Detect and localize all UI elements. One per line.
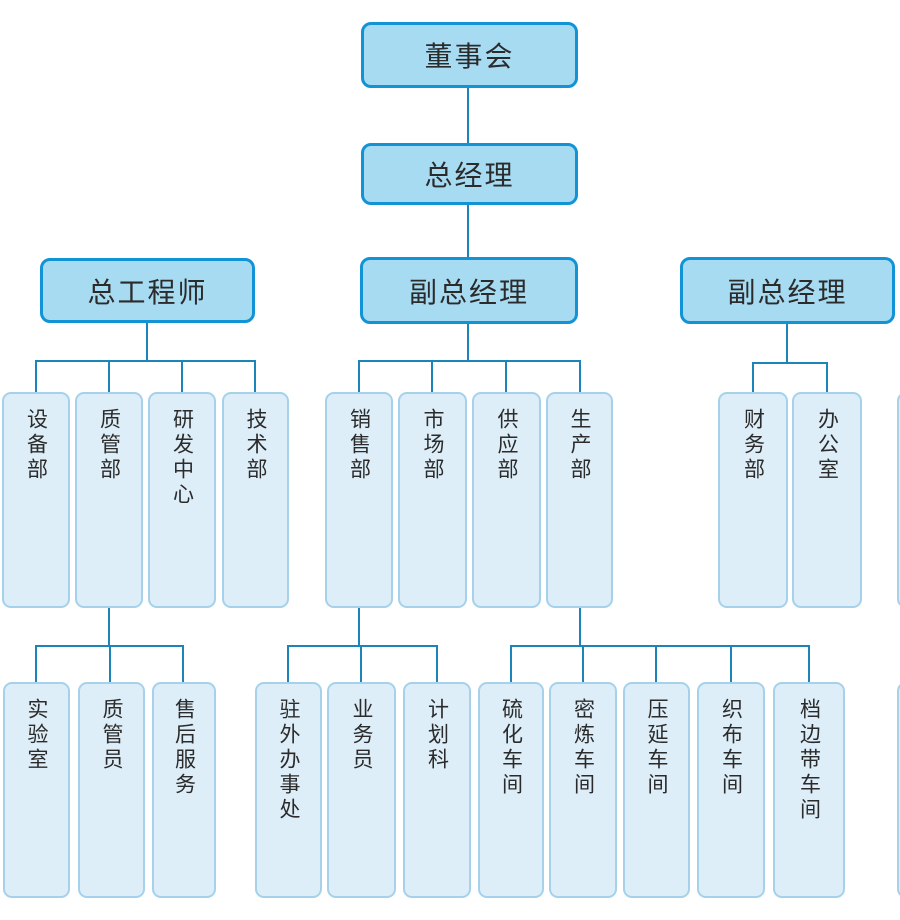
connector-stem — [358, 360, 360, 392]
node-after-sales-service: 售后服务 — [152, 682, 216, 898]
node-sales-dept: 销售部 — [325, 392, 393, 608]
node-supply-dept: 供应部 — [472, 392, 541, 608]
connector-stem — [182, 645, 184, 682]
node-sales-staff: 业务员 — [327, 682, 396, 898]
connector-gm-deputy-center — [467, 205, 469, 257]
connector-hbar — [358, 360, 581, 362]
node-production-dept-label: 生产部 — [568, 408, 592, 483]
node-after-sales-service-label: 售后服务 — [172, 698, 197, 798]
connector-stem — [254, 360, 256, 392]
node-mixing-workshop-label: 密炼车间 — [571, 698, 596, 798]
connector-stem — [35, 360, 37, 392]
connector-stem — [505, 360, 507, 392]
connector-stem — [655, 645, 657, 682]
connector-stem — [436, 645, 438, 682]
connector-stem — [358, 608, 360, 645]
connector-stem — [730, 645, 732, 682]
connector-stem — [431, 360, 433, 392]
connector-stem — [510, 645, 512, 682]
node-vulcanization-workshop-label: 硫化车间 — [499, 698, 524, 798]
node-deputy-gm-right: 副总经理 — [680, 257, 895, 324]
node-production-dept: 生产部 — [546, 392, 613, 608]
node-vulcanization-workshop: 硫化车间 — [478, 682, 544, 898]
connector-stem — [109, 645, 111, 682]
node-supply-dept-label: 供应部 — [495, 408, 519, 483]
node-general-manager-label: 总经理 — [424, 159, 515, 192]
node-quality-inspector-label: 质管员 — [100, 698, 124, 773]
node-board-label: 董事会 — [424, 40, 515, 73]
connector-stem — [35, 645, 37, 682]
node-weaving-workshop: 织布车间 — [697, 682, 765, 898]
connector-hbar — [510, 645, 810, 647]
node-chief-engineer-label: 总工程师 — [87, 275, 208, 309]
connector-stem — [108, 360, 110, 392]
node-laboratory-label: 实验室 — [25, 698, 49, 773]
node-marketing-dept-label: 市场部 — [421, 408, 445, 483]
connector-stem — [808, 645, 810, 682]
node-equipment-dept-label: 设备部 — [24, 408, 49, 483]
connector-stem — [826, 362, 828, 392]
node-laboratory: 实验室 — [3, 682, 70, 898]
node-planning-section-label: 计划科 — [425, 698, 450, 773]
node-field-offices: 驻外办事处 — [255, 682, 322, 898]
node-mixing-workshop: 密炼车间 — [549, 682, 617, 898]
connector-stem — [786, 324, 788, 362]
node-finance-dept: 财务部 — [718, 392, 788, 608]
node-quality-inspector: 质管员 — [78, 682, 145, 898]
connector-stem — [582, 645, 584, 682]
node-weaving-workshop-label: 织布车间 — [719, 698, 744, 798]
connector-stem — [752, 362, 754, 392]
node-calendering-workshop-label: 压延车间 — [645, 698, 669, 798]
node-office-label: 办公室 — [815, 408, 840, 483]
node-tech-dept: 技术部 — [222, 392, 289, 608]
node-rd-center: 研发中心 — [148, 392, 216, 608]
connector-stem — [146, 323, 148, 360]
node-rd-center-label: 研发中心 — [170, 408, 195, 508]
node-deputy-gm-center-label: 副总经理 — [408, 275, 529, 309]
node-edge-belt-workshop: 档边带车间 — [773, 682, 845, 898]
connector-stem — [287, 645, 289, 682]
node-chief-engineer: 总工程师 — [40, 258, 255, 323]
node-field-offices-label: 驻外办事处 — [277, 698, 301, 823]
connector-stem — [579, 360, 581, 392]
node-board: 董事会 — [361, 22, 578, 88]
node-quality-mgmt-dept: 质管部 — [75, 392, 143, 608]
node-edge-belt-workshop-label: 档边带车间 — [797, 698, 822, 823]
node-calendering-workshop: 压延车间 — [623, 682, 690, 898]
connector-board-gm — [467, 88, 469, 143]
node-office: 办公室 — [792, 392, 862, 608]
node-sales-dept-label: 销售部 — [347, 408, 372, 483]
node-equipment-dept: 设备部 — [2, 392, 70, 608]
node-general-manager: 总经理 — [361, 143, 578, 205]
connector-hbar — [287, 645, 438, 647]
node-sales-staff-label: 业务员 — [350, 698, 374, 773]
connector-stem — [360, 645, 362, 682]
connector-hbar — [752, 362, 828, 364]
connector-hbar — [35, 360, 256, 362]
node-tech-dept-label: 技术部 — [244, 408, 268, 483]
node-marketing-dept: 市场部 — [398, 392, 467, 608]
connector-stem — [108, 608, 110, 645]
node-deputy-gm-center: 副总经理 — [360, 257, 578, 324]
node-planning-section: 计划科 — [403, 682, 471, 898]
node-finance-dept-label: 财务部 — [741, 408, 766, 483]
connector-stem — [579, 608, 581, 645]
connector-stem — [181, 360, 183, 392]
connector-stem — [467, 324, 469, 360]
node-deputy-gm-right-label: 副总经理 — [727, 275, 848, 309]
node-quality-mgmt-dept-label: 质管部 — [97, 408, 122, 483]
